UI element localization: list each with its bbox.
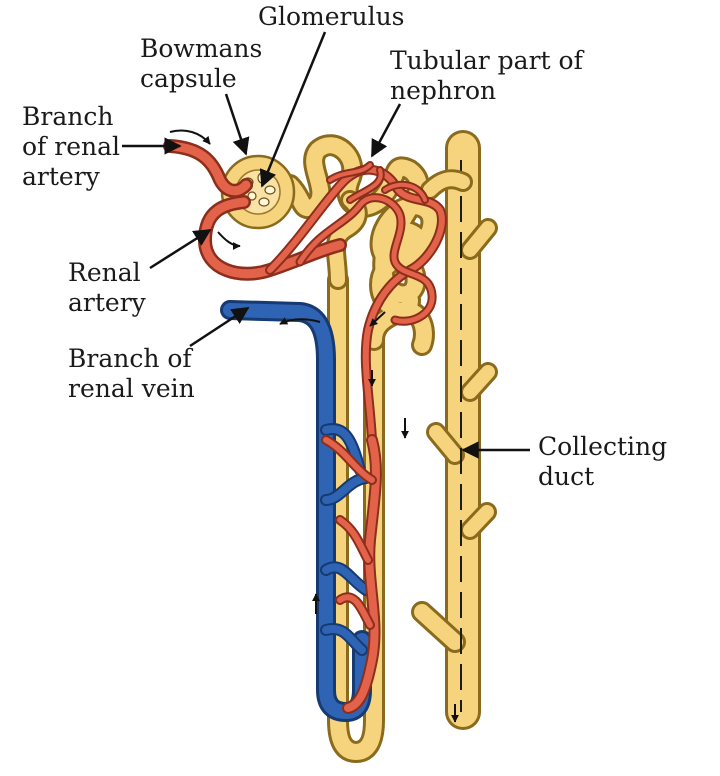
- label-renal-artery-line-2: artery: [68, 288, 146, 317]
- label-bowmans-capsule-line-2: capsule: [140, 64, 237, 93]
- renal-artery: [163, 139, 447, 714]
- label-branch-renal-artery-line-3: artery: [22, 162, 100, 191]
- leader-branch-renal-vein: [189, 306, 250, 348]
- leader-bowmans-capsule: [224, 93, 250, 156]
- leader-tubular-part: [370, 103, 402, 158]
- label-collecting-duct: Collecting duct: [538, 432, 667, 492]
- label-tubular-part: Tubular part of nephron: [390, 46, 583, 106]
- label-collecting-duct-line-1: Collecting: [538, 432, 668, 461]
- label-tubular-part-line-2: nephron: [390, 76, 497, 105]
- leader-glomerulus: [259, 31, 327, 188]
- label-branch-renal-vein-line-2: renal vein: [68, 374, 195, 403]
- collecting-duct: [411, 130, 498, 730]
- label-glomerulus: Glomerulus: [258, 2, 405, 32]
- label-branch-renal-artery: Branch of renal artery: [22, 102, 120, 192]
- label-collecting-duct-line-2: duct: [538, 462, 595, 491]
- label-branch-renal-vein: Branch of renal vein: [68, 344, 195, 404]
- label-branch-renal-artery-line-2: of renal: [22, 132, 120, 161]
- leader-lines: [122, 31, 530, 459]
- loop-of-henle: [327, 269, 385, 763]
- label-branch-renal-vein-line-1: Branch of: [68, 344, 192, 373]
- leader-renal-artery: [149, 228, 212, 270]
- flow-arrows: [169, 129, 459, 723]
- label-glomerulus-line-1: Glomerulus: [258, 2, 405, 31]
- label-bowmans-capsule-line-1: Bowmans: [140, 34, 263, 63]
- label-bowmans-capsule: Bowmans capsule: [140, 34, 262, 94]
- label-renal-artery-line-1: Renal: [68, 258, 141, 287]
- label-branch-renal-artery-line-1: Branch: [22, 102, 114, 131]
- convoluted-tubule: [279, 134, 473, 356]
- label-renal-artery: Renal artery: [68, 258, 146, 318]
- label-tubular-part-line-1: Tubular part of: [390, 46, 583, 75]
